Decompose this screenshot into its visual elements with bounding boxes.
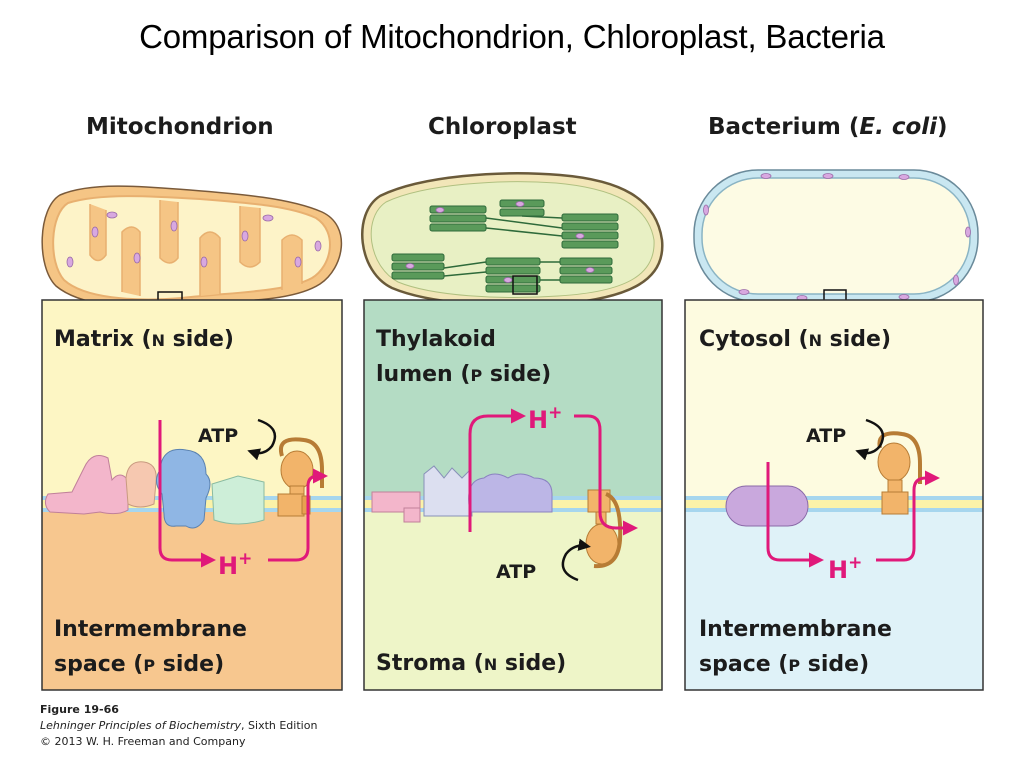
bact-proton-arrow xyxy=(766,462,824,568)
mito-matrix-label: Matrix (N side) xyxy=(54,327,234,352)
bact-proton-label: H+ xyxy=(828,553,862,584)
figure-credit: Figure 19-66 Lehninger Principles of Bio… xyxy=(40,702,317,750)
chloro-cytochrome-b6f xyxy=(423,465,473,517)
chloro-atp-curve-arrow xyxy=(561,538,591,582)
chloro-proton-label: H+ xyxy=(528,403,562,434)
slide-title: Comparison of Mitochondrion, Chloroplast… xyxy=(139,18,885,55)
chloroplast-organelle xyxy=(361,172,664,307)
bact-proton-return-arrow xyxy=(876,470,940,562)
chloro-photosystem-ii xyxy=(371,491,421,523)
mitochondrion-heading: Mitochondrion xyxy=(86,114,274,140)
mito-atp-synthase xyxy=(277,437,324,517)
mito-complex-ii xyxy=(125,461,157,508)
chloro-proton-arrow xyxy=(468,408,526,532)
bact-atp-synthase xyxy=(877,431,922,515)
bact-atp-curve-arrow xyxy=(855,418,885,461)
mito-complex-iii xyxy=(156,448,211,529)
mitochondrion-organelle xyxy=(41,185,343,309)
mito-atp-curve-arrow xyxy=(247,418,277,461)
chloroplast-heading: Chloroplast xyxy=(428,114,577,140)
bact-atp-label: ATP xyxy=(806,425,846,447)
bacterium-panel xyxy=(684,299,984,691)
mito-proton-label: H+ xyxy=(218,549,252,580)
figure-number: Figure 19-66 xyxy=(40,703,119,716)
bact-cytosol-label: Cytosol (N side) xyxy=(699,327,892,352)
mito-proton-arrow xyxy=(158,420,216,568)
book-title: Lehninger Principles of Biochemistry, Si… xyxy=(40,719,318,732)
chloro-atp-label: ATP xyxy=(496,561,536,583)
chloro-photosystem-i xyxy=(468,473,553,513)
mito-atp-label: ATP xyxy=(198,425,238,447)
chloro-stroma-label: Stroma (N side) xyxy=(376,651,567,676)
bacterium-heading: Bacterium (E. coli) xyxy=(708,114,948,140)
mito-complex-iv xyxy=(211,475,265,525)
bacterium-cell xyxy=(693,169,979,309)
chloro-proton-return-arrow xyxy=(574,414,638,536)
mito-proton-return-arrow xyxy=(268,468,328,562)
copyright: © 2013 W. H. Freeman and Company xyxy=(40,735,246,748)
